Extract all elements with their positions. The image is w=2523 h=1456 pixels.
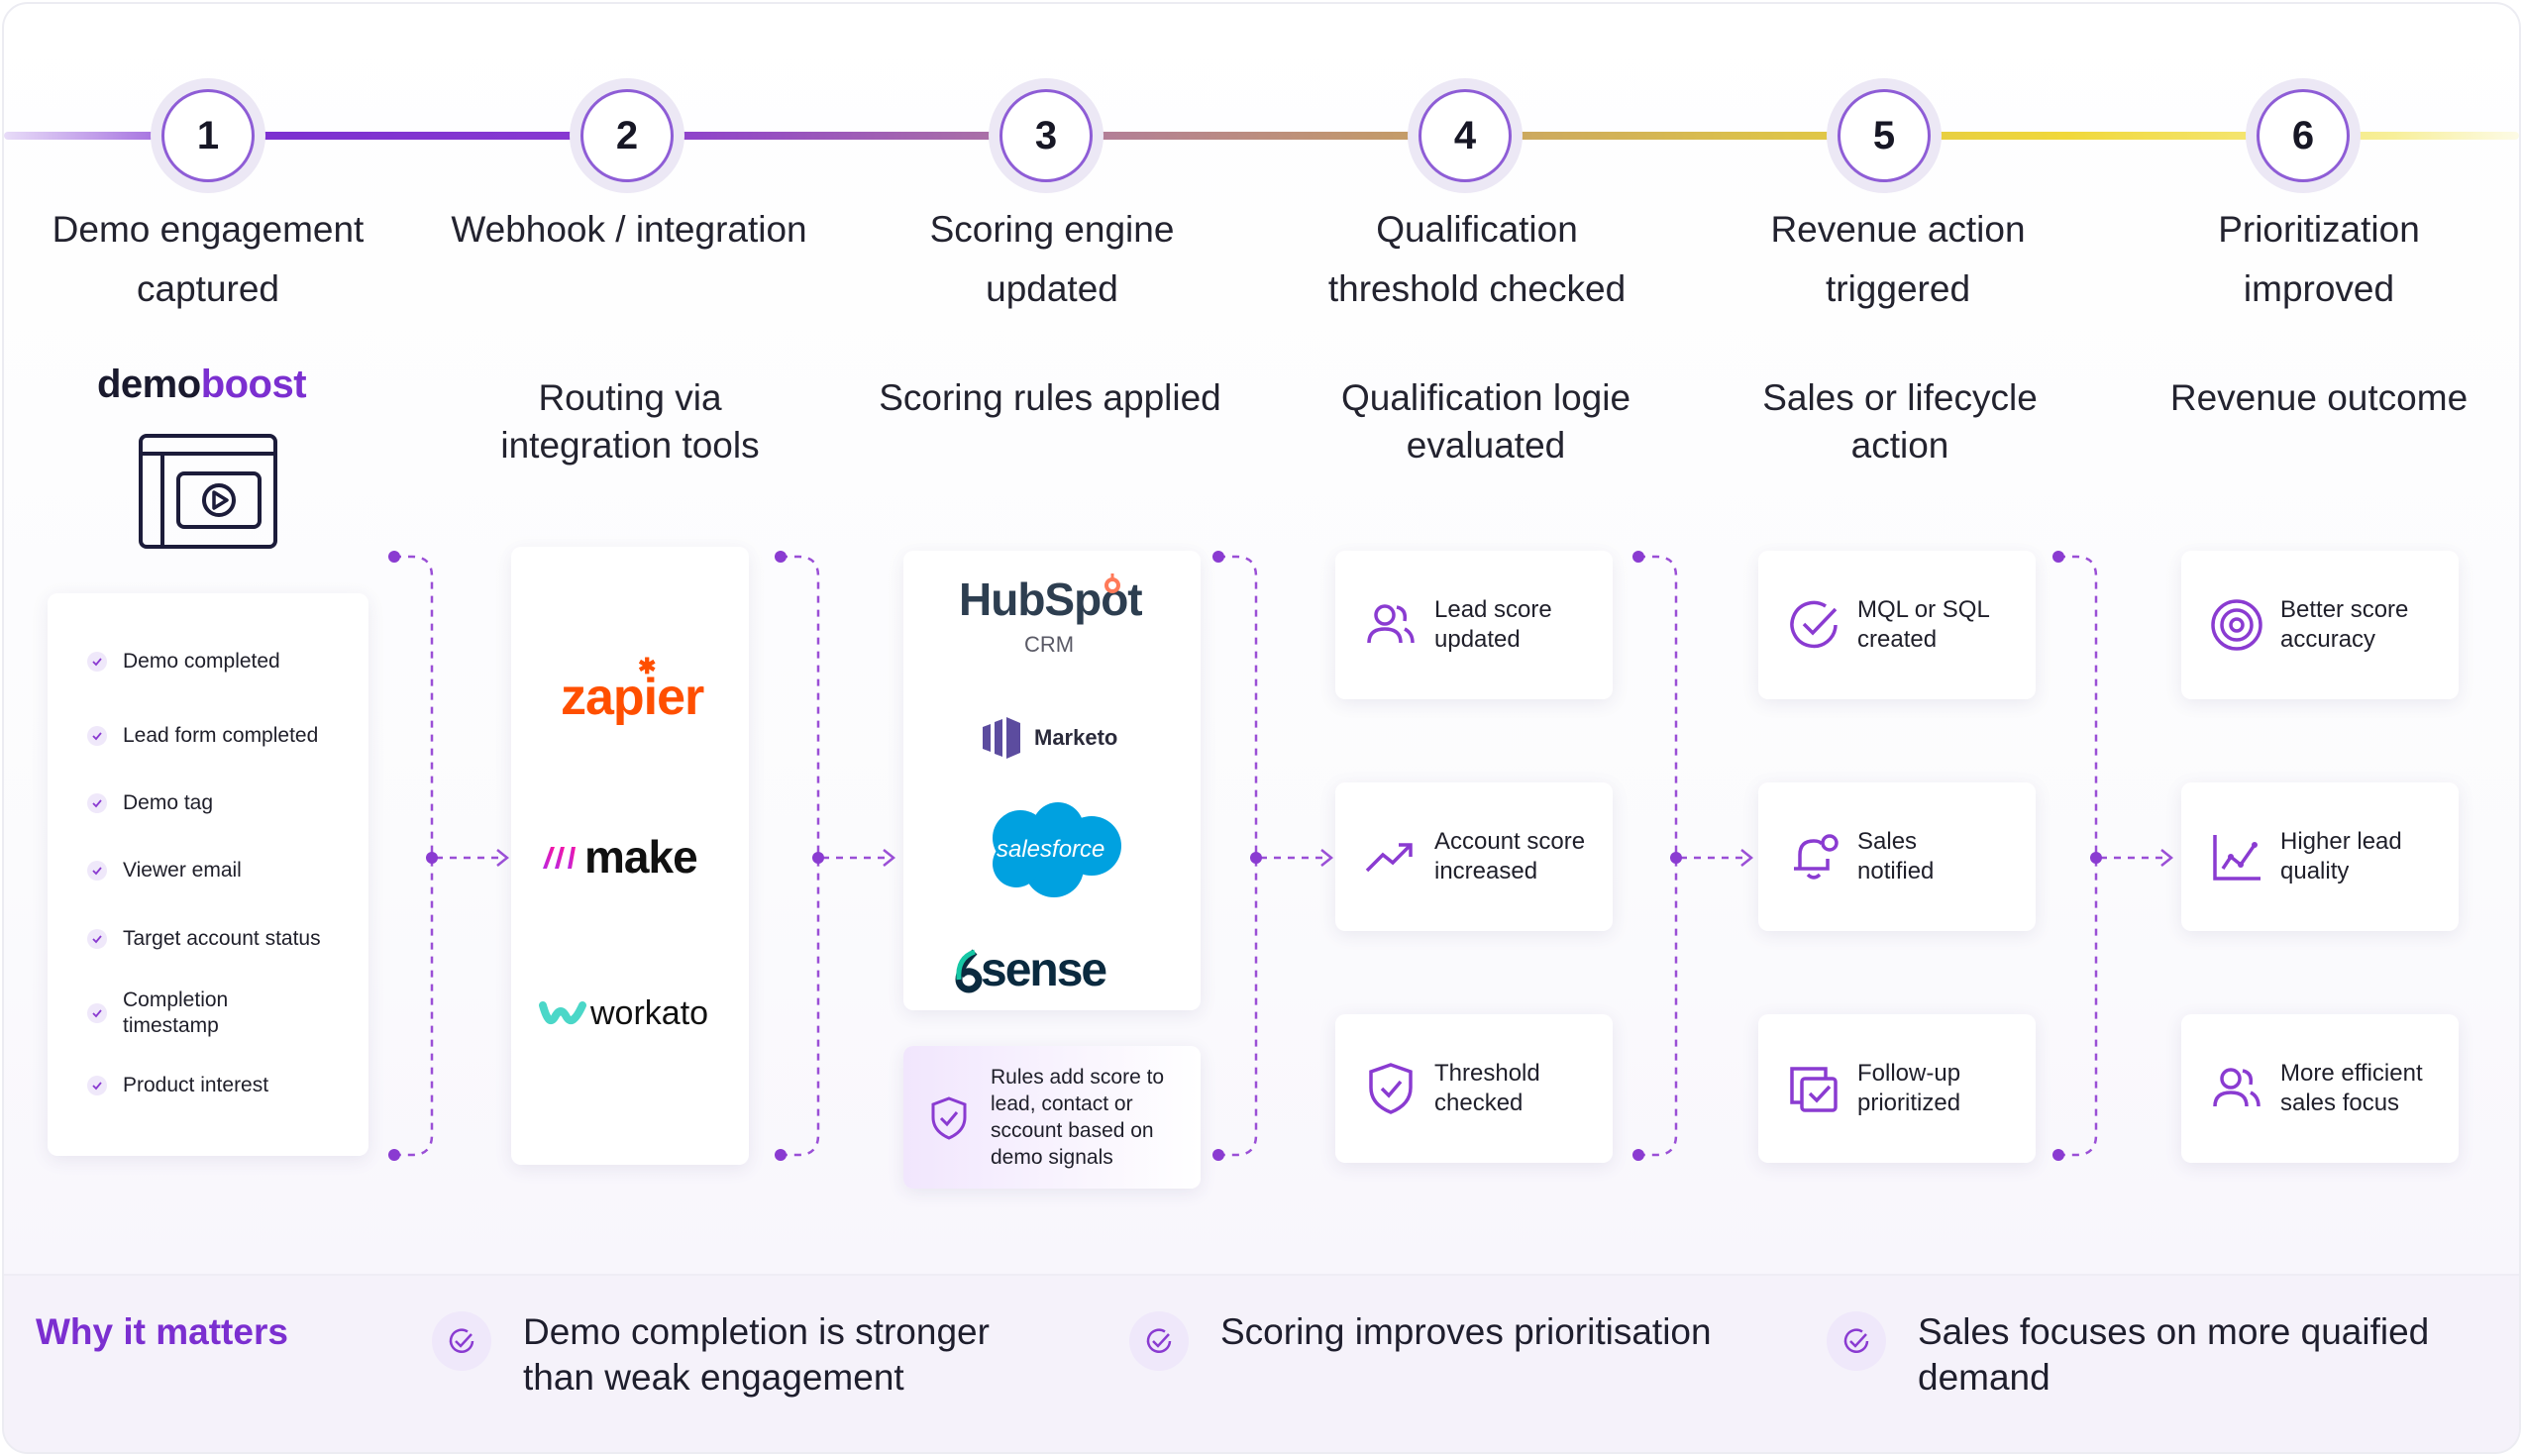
marketo-logo: Marketo	[981, 717, 1117, 759]
checkbox-icon	[1790, 1067, 1838, 1112]
col3-subtitle: Scoring rules applied	[879, 377, 1221, 418]
why-item-2: Scoring improves prioritisation	[1129, 1309, 1712, 1371]
scoring-tools-card: HubSpot CRM Marketo salesforce sense	[903, 551, 1201, 1010]
step-6-badge: 6	[2246, 78, 2361, 193]
marketo-mark-icon	[983, 717, 1020, 759]
step-1-number: 1	[161, 89, 255, 182]
trend-up-icon	[1365, 843, 1413, 873]
workato-logo: workato	[539, 994, 708, 1033]
list-item: Target account status	[87, 926, 321, 952]
check-icon	[87, 861, 107, 881]
signals-card: Demo completed Lead form completed Demo …	[48, 593, 368, 1156]
hubspot-logo: HubSpot	[959, 573, 1143, 625]
col6-subtitle: Revenue outcome	[2169, 377, 2469, 418]
step-3-number: 3	[999, 89, 1093, 182]
users-icon	[1367, 604, 1415, 644]
step-5-number: 5	[1838, 89, 1931, 182]
line-chart-icon	[2213, 835, 2260, 881]
progress-track	[4, 132, 2519, 140]
step-2-title: Webhook / integration	[451, 209, 807, 250]
shield-check-icon	[931, 1096, 967, 1140]
check-icon	[87, 652, 107, 672]
list-item: Lead form completed	[87, 723, 318, 749]
list-item: Viewer email	[87, 858, 242, 884]
workato-mark-icon	[539, 1000, 586, 1024]
why-it-matters-band	[4, 1274, 2519, 1452]
salesforce-logo: salesforce	[979, 802, 1123, 904]
connector-3-4	[1212, 551, 1334, 1161]
check-circle-icon	[432, 1311, 491, 1371]
list-item: Demo tag	[87, 790, 213, 816]
check-circle-icon	[1129, 1311, 1189, 1371]
zapier-logo: zapier ✱	[561, 654, 704, 726]
crm-label: CRM	[1024, 632, 1075, 657]
connector-1-2	[388, 551, 510, 1161]
demoboost-logo: demoboost	[97, 363, 307, 406]
connector-2-3	[775, 551, 896, 1161]
6sense-mark-icon	[955, 949, 983, 992]
step-2-number: 2	[580, 89, 674, 182]
step-6-number: 6	[2257, 89, 2350, 182]
step-5-badge: 5	[1827, 78, 1942, 193]
check-circle-icon	[1827, 1311, 1886, 1371]
check-icon	[87, 1076, 107, 1095]
check-icon	[87, 726, 107, 746]
step-1-badge: 1	[151, 78, 265, 193]
list-item: Product interest	[87, 1073, 268, 1098]
bell-icon	[1794, 834, 1839, 880]
step-2-badge: 2	[570, 78, 684, 193]
check-icon	[87, 1003, 107, 1023]
connector-4-5	[1632, 551, 1754, 1161]
step-3-badge: 3	[989, 78, 1104, 193]
make-logo: make	[541, 830, 698, 884]
salesforce-cloud-icon	[993, 802, 1121, 897]
hubspot-sprocket-icon	[1104, 573, 1120, 593]
check-circle-icon	[1790, 600, 1838, 649]
why-it-matters-title: Why it matters	[36, 1311, 288, 1352]
make-mark-icon	[543, 847, 576, 869]
check-icon	[87, 929, 107, 949]
target-icon	[2211, 599, 2262, 651]
check-icon	[87, 793, 107, 813]
step-4-number: 4	[1419, 89, 1512, 182]
connector-5-6	[2052, 551, 2174, 1161]
users-icon	[2213, 1068, 2260, 1107]
shield-check-icon	[1369, 1063, 1413, 1114]
list-item: Demo completed	[87, 649, 280, 675]
6sense-logo: sense	[953, 943, 1107, 997]
browser-video-icon	[139, 434, 277, 549]
integration-tools-card: zapier ✱ make workato	[511, 547, 749, 1165]
step-4-badge: 4	[1408, 78, 1523, 193]
